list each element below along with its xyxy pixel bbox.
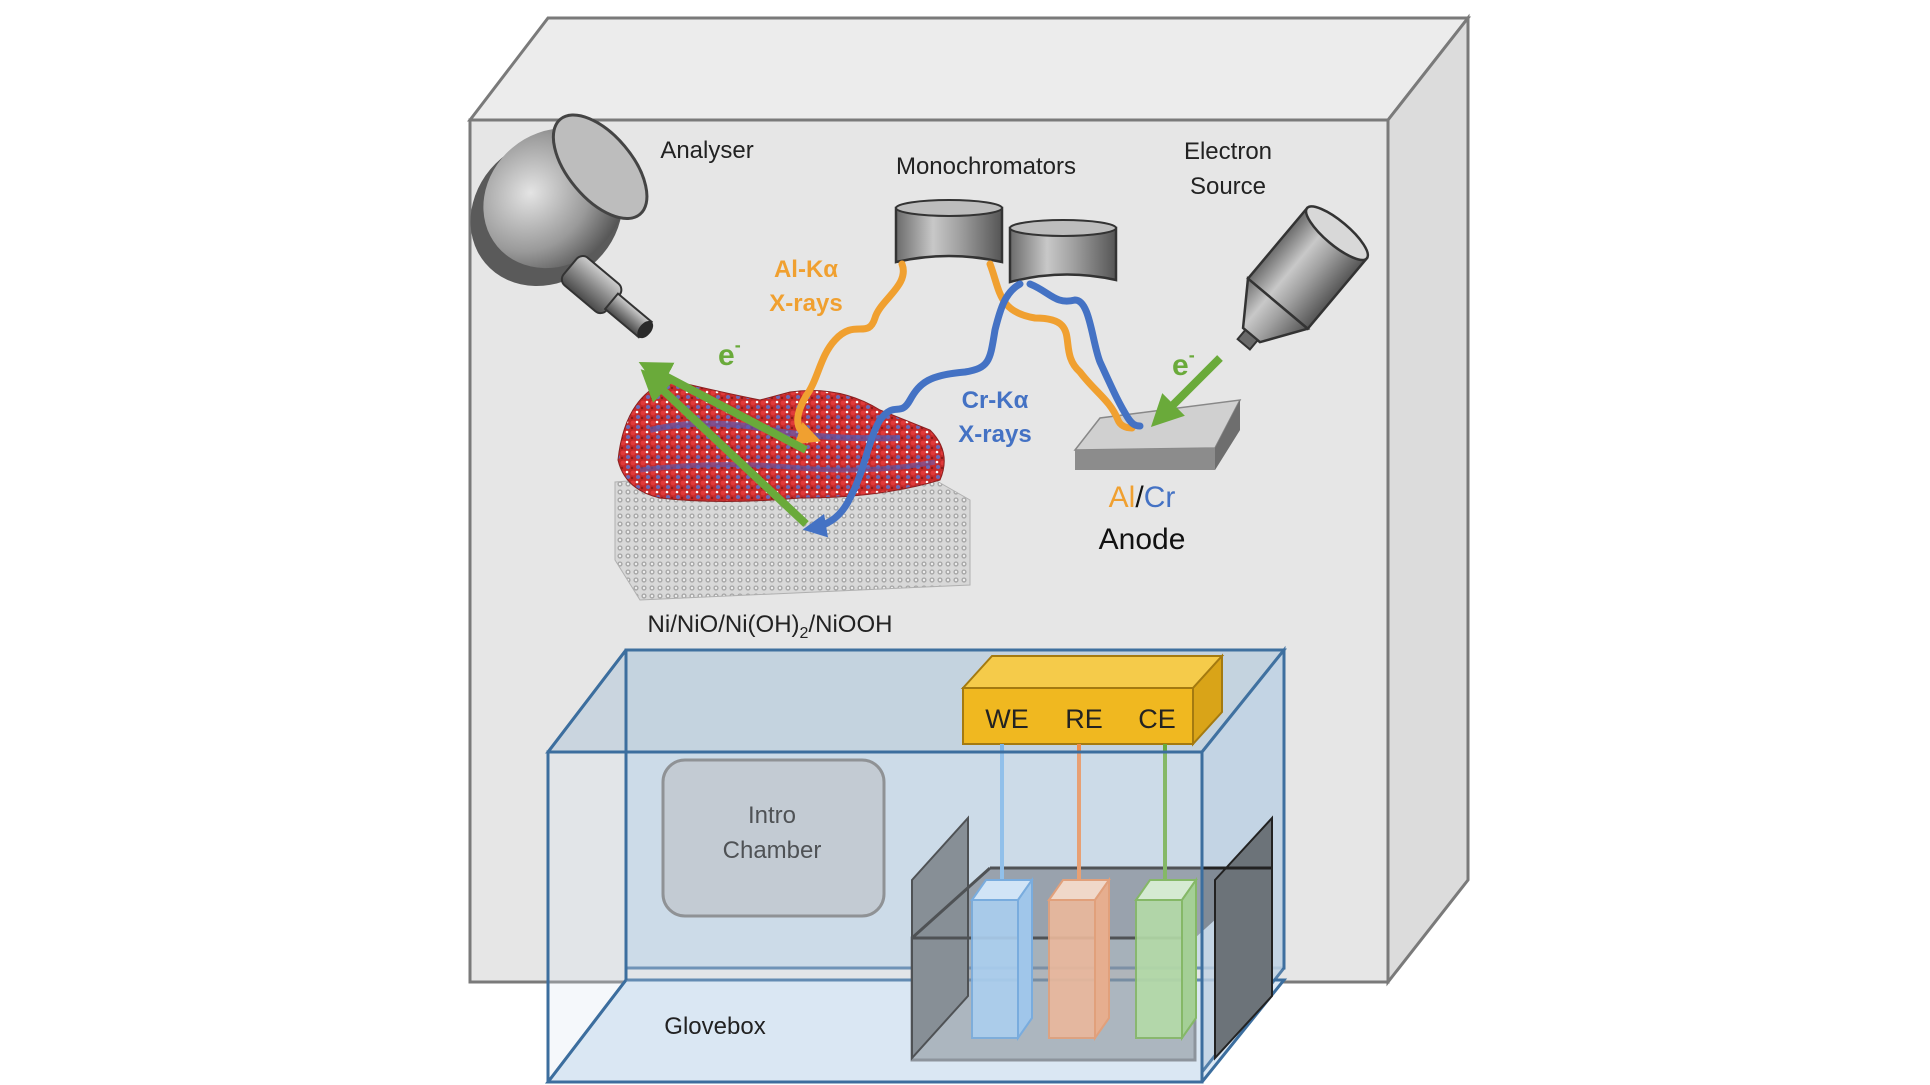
photoelectron-arrow-1 — [638, 362, 808, 454]
anode-al-label: Al — [1109, 481, 1136, 514]
re-cell — [1047, 876, 1111, 1042]
electron-label-left: e- — [718, 335, 741, 372]
sample-label-part2: /NiOOH — [808, 611, 892, 638]
intro-chamber-label-1: Intro — [748, 802, 796, 829]
electron-source-label-2: Source — [1190, 173, 1266, 200]
intro-chamber — [661, 758, 886, 918]
cr-ka-xray-path-to-sample — [802, 280, 1024, 538]
sample-label-part1: Ni/NiO/Ni(OH) — [648, 611, 800, 638]
cell-tray-right-wall — [1214, 815, 1273, 1061]
anode-material-label: Al/Cr — [1109, 481, 1176, 514]
glovebox-front-face — [546, 750, 1204, 1084]
ce-label: CE — [1138, 704, 1176, 734]
re-label: RE — [1065, 704, 1103, 734]
potentiostat-front — [962, 687, 1194, 745]
al-ka-label-2: X-rays — [769, 290, 842, 317]
photoelectron-arrow-2 — [640, 369, 809, 527]
monochromators-label: Monochromators — [896, 153, 1076, 180]
electron-source-icon — [1236, 205, 1370, 351]
chamber-side-face — [1386, 13, 1470, 987]
electron-label-right: e- — [1172, 345, 1195, 382]
ce-cell — [1134, 876, 1198, 1042]
anode-slash: / — [1135, 481, 1144, 514]
sample-label: Ni/NiO/Ni(OH)2/NiOOH — [648, 611, 893, 642]
al-ka-label-1: Al-Kα — [774, 256, 838, 283]
sample-label-subscript: 2 — [800, 625, 809, 642]
al-ka-xray-path-to-anode — [986, 260, 1136, 432]
anode-label: Anode — [1099, 523, 1186, 556]
chamber-top-face — [466, 16, 1472, 122]
al-ka-xray-path — [794, 260, 907, 445]
analyser-icon — [470, 113, 654, 339]
potentiostat-top — [960, 655, 1225, 689]
electron-left-sup: - — [735, 335, 741, 355]
cr-ka-label-2: X-rays — [958, 421, 1031, 448]
glovebox-label: Glovebox — [664, 1013, 765, 1040]
source-electron-arrow — [1150, 355, 1223, 428]
electron-right-e: e — [1172, 349, 1189, 382]
analyser-label: Analyser — [660, 137, 753, 164]
we-cell — [970, 876, 1034, 1042]
electron-left-e: e — [718, 339, 735, 372]
intro-chamber-label-2: Chamber — [723, 837, 822, 864]
electron-source-label-1: Electron — [1184, 138, 1272, 165]
electron-right-sup: - — [1189, 345, 1195, 365]
cr-ka-xray-path — [1026, 280, 1144, 430]
monochromator-icon — [894, 199, 1118, 284]
glovebox: Intro Chamber WE RE CE — [544, 645, 1288, 1084]
we-label: WE — [985, 704, 1029, 734]
anode-cr-label: Cr — [1144, 481, 1176, 514]
cr-ka-label-1: Cr-Kα — [962, 387, 1029, 414]
